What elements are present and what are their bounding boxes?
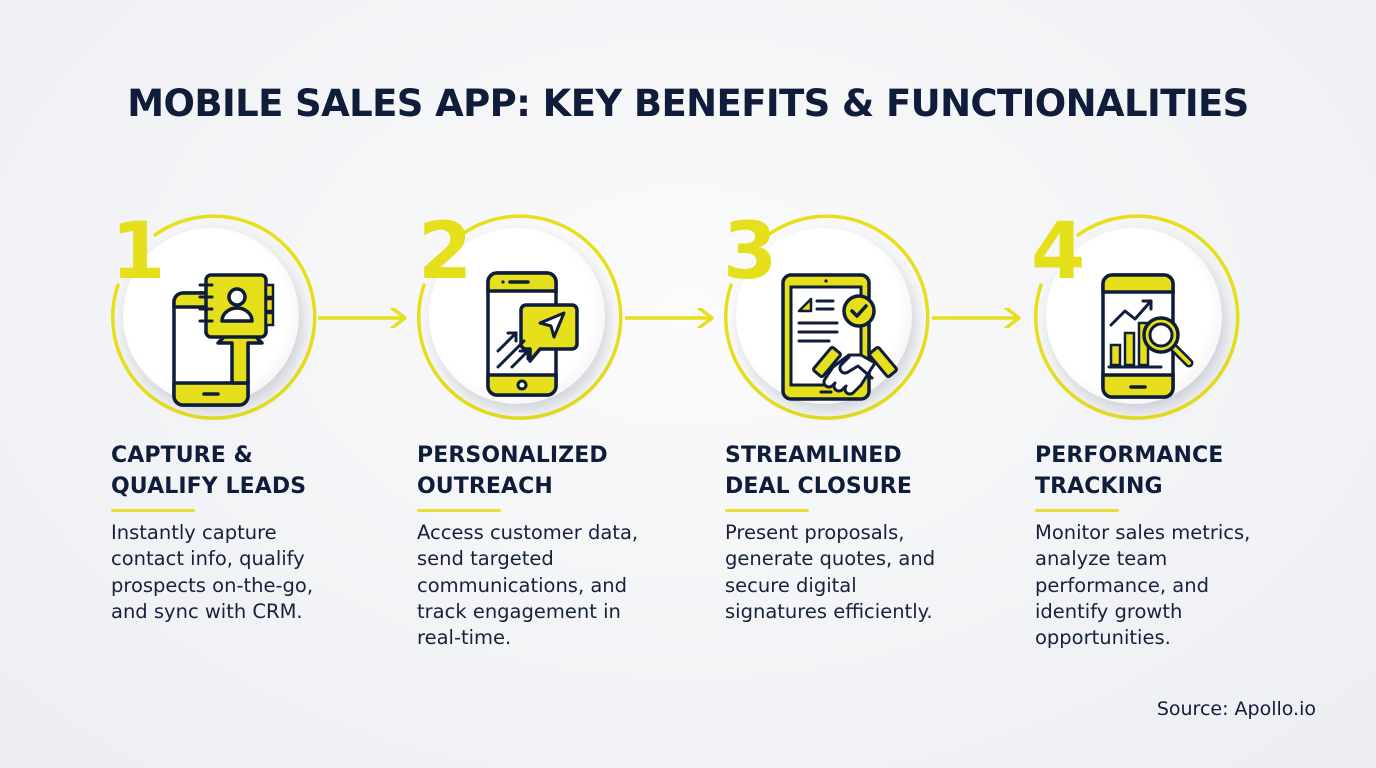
step-3: 3 [721,205,981,435]
page-title: MOBILE SALES APP: KEY BENEFITS & FUNCTIO… [127,82,1249,125]
source-credit: Source: Apollo.io [1156,698,1316,720]
icon-disc [123,228,299,407]
phone-contact-book-upload-icon [172,273,275,407]
heading-underline [111,509,195,512]
step-description: Present proposals, generate quotes, and … [725,521,936,623]
step-number: 3 [723,207,778,297]
progress-ring [110,214,317,420]
heading-underline [417,509,501,512]
step-2: 2 [414,205,674,435]
icon-disc [1046,228,1222,404]
step-4: 4 [1031,205,1291,435]
progress-ring [1033,214,1240,420]
heading-underline [1035,509,1119,512]
progress-ring [723,214,930,420]
step-1-text: CAPTURE & QUALIFY LEADS Instantly captur… [111,440,401,625]
phone-chart-magnifier-icon [1101,273,1194,399]
icon-disc [736,228,912,404]
arrow-right-icon [318,308,407,328]
step-description: Monitor sales metrics, analyze team perf… [1035,521,1251,650]
step-description: Instantly capture contact info, qualify … [111,521,314,623]
step-3-text: STREAMLINED DEAL CLOSURE Present proposa… [725,440,1015,625]
step-heading: PERFORMANCE TRACKING [1035,443,1224,499]
icon-disc [429,228,605,404]
step-1: 1 [108,205,368,435]
step-number: 4 [1031,207,1086,297]
heading-underline [725,509,809,512]
step-heading: CAPTURE & QUALIFY LEADS [111,443,307,499]
phone-message-send-icon [486,271,579,397]
tablet-document-handshake-icon [781,273,898,401]
step-description: Access customer data, send targeted comm… [417,521,639,650]
step-2-text: PERSONALIZED OUTREACH Access customer da… [417,440,707,651]
step-heading: PERSONALIZED OUTREACH [417,443,608,499]
step-number: 1 [111,207,166,297]
arrow-right-icon [932,308,1021,328]
arrow-right-icon [625,308,714,328]
step-heading: STREAMLINED DEAL CLOSURE [725,443,912,499]
progress-ring [416,214,623,420]
step-4-text: PERFORMANCE TRACKING Monitor sales metri… [1035,440,1325,651]
step-number: 2 [418,207,473,297]
